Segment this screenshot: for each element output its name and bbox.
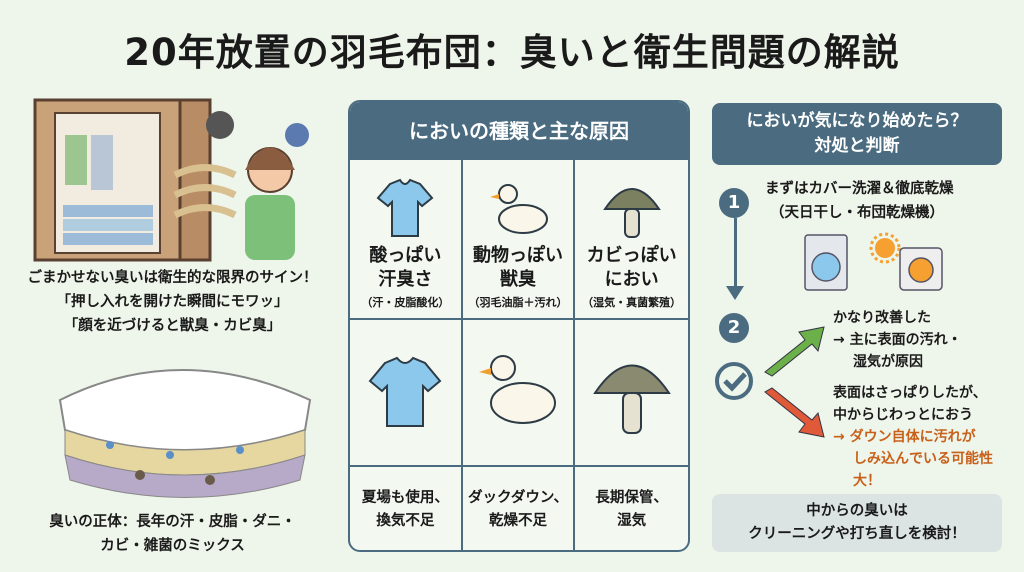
odor-types-panel: においの種類と主な原因 酸っぱい 汗臭さ （汗・皮脂酸化） 動物っぽい 獣臭 （…	[348, 100, 690, 552]
warning-text: → ダウン自体に汚れが	[833, 429, 976, 445]
bad-result-text: 表面はさっぱりしたが、	[833, 385, 987, 401]
bad-result-text: 中からじわっとにおう	[833, 407, 973, 423]
step-1-badge: 1	[719, 188, 749, 218]
sweat-illustration-cell	[350, 320, 463, 467]
odor-cause: （羽毛油脂＋汚れ）	[468, 296, 568, 309]
closet-smell-illustration	[33, 98, 309, 262]
odor-type-sweat: 酸っぱい 汗臭さ （汗・皮脂酸化）	[350, 160, 463, 320]
situation-text: 湿気	[617, 512, 647, 529]
recommendation-text: 中からの臭いは	[806, 503, 908, 519]
panel-header: においの種類と主な原因	[350, 102, 688, 160]
step-1-subtext: （天日干し・布団乾燥機）	[770, 205, 944, 221]
washer-sun-dryer-icons	[804, 232, 943, 291]
odor-cause: （湿気・真菌繁殖）	[582, 296, 682, 309]
tshirt-icon	[376, 178, 434, 237]
odor-name: 酸っぱい	[369, 245, 442, 266]
action-header: においが気になり始めたら？ 対処と判断	[712, 103, 1002, 165]
futon-cross-section-illustration	[58, 369, 312, 498]
caption-line: 「顔を近づけると獣臭・カビ臭」	[63, 318, 282, 334]
odor-name: 動物っぽい	[472, 245, 563, 266]
odor-name: 獣臭	[499, 269, 536, 290]
check-circle-icon	[715, 362, 753, 400]
situation-text: 換気不足	[376, 512, 435, 529]
odor-name: カビっぽい	[586, 245, 677, 266]
recommendation-box: 中からの臭いは クリーニングや打ち直しを検討！	[712, 494, 1002, 552]
caption-line: 臭いの正体：長年の汗・皮脂・ダニ・	[49, 514, 296, 530]
step-arrow-head-icon	[726, 286, 744, 300]
caption-line: カビ・雑菌のミックス	[100, 538, 245, 554]
good-result-text: 湿気が原因	[853, 354, 923, 370]
situation-cell: 夏場も使用、換気不足	[350, 467, 463, 550]
odor-name: におい	[604, 269, 659, 290]
duck-icon	[489, 184, 548, 234]
page-title: 20年放置の羽毛布団：臭いと衛生問題の解説	[124, 31, 900, 74]
odor-cause: （汗・皮脂酸化）	[361, 296, 450, 309]
odor-type-mold: カビっぽい におい （湿気・真菌繁殖）	[575, 160, 688, 320]
warning-text: しみ込んでいる可能性	[853, 451, 993, 467]
situation-cell: ダックダウン、乾燥不足	[463, 467, 576, 550]
header-line: においが気になり始めたら？	[746, 111, 968, 131]
good-result-text: → 主に表面の汚れ・	[833, 332, 962, 348]
duck-illustration-cell	[462, 320, 576, 467]
situation-text: 長期保管、	[595, 489, 668, 506]
situation-text: 夏場も使用、	[361, 489, 449, 506]
step-1-text: まずはカバー洗濯＆徹底乾燥	[765, 181, 954, 197]
odor-name: 汗臭さ	[378, 269, 433, 290]
header-line: 対処と判断	[814, 136, 900, 156]
situation-cell: 長期保管、湿気	[575, 467, 688, 550]
mushroom-icon	[592, 364, 671, 434]
caption-line: 「押し入れを開けた瞬間にモワッ」	[56, 294, 289, 310]
recommendation-text: クリーニングや打ち直しを検討！	[748, 526, 966, 542]
mushroom-illustration-cell	[575, 320, 688, 467]
result-arrows-icon	[764, 326, 825, 438]
good-result-text: かなり改善した	[833, 310, 931, 326]
caption-line: ごまかせない臭いは衛生的な限界のサイン！	[27, 270, 318, 286]
situation-text: ダックダウン、	[467, 489, 569, 506]
step-2-badge: 2	[719, 313, 749, 343]
step-arrow-line	[734, 218, 737, 288]
tshirt-icon	[368, 356, 442, 427]
situation-text: 乾燥不足	[488, 512, 547, 529]
duck-icon	[478, 354, 556, 424]
mushroom-icon	[602, 188, 661, 238]
odor-type-animal: 動物っぽい 獣臭 （羽毛油脂＋汚れ）	[462, 160, 576, 320]
warning-text: 大！	[853, 473, 881, 489]
